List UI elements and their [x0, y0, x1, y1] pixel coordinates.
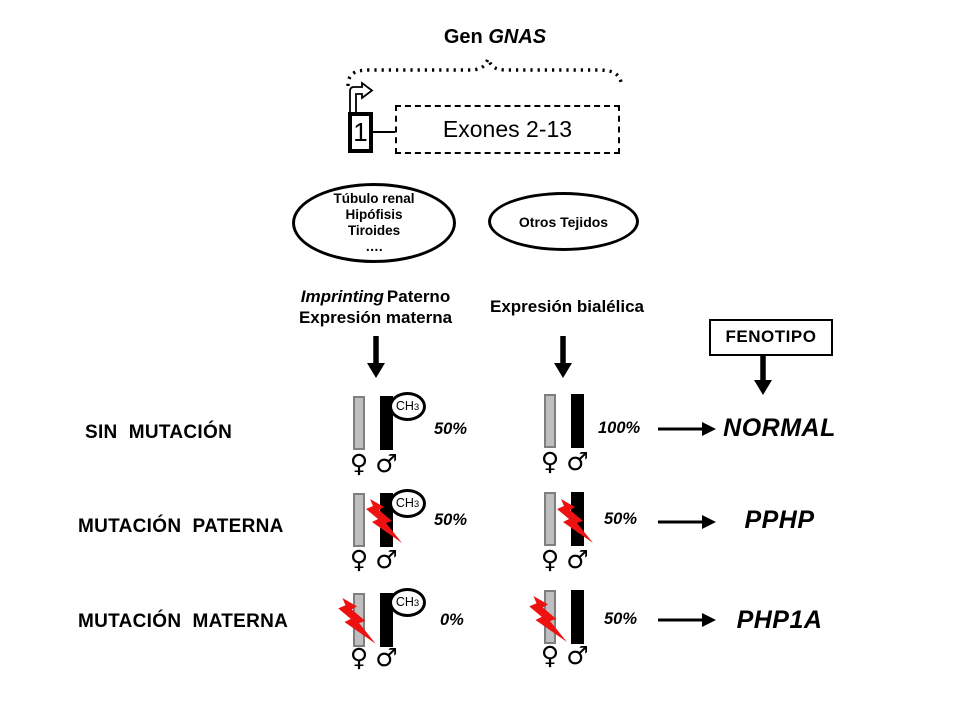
phenotype-result-php1a: PHP1A	[736, 606, 823, 634]
right-arrow-icon	[658, 613, 716, 627]
right-arrow-icon	[658, 422, 716, 436]
dotted-brace	[346, 54, 624, 87]
tissue-line: Túbulo renal	[333, 191, 415, 206]
promoter-arrow-icon	[349, 81, 374, 115]
female-symbol: ♀	[540, 545, 560, 574]
male-symbol: ♂	[566, 545, 589, 574]
mutation-bolt-icon	[557, 499, 593, 543]
imprinted-percentage: 0%	[440, 611, 464, 629]
female-symbol: ♀	[349, 545, 369, 574]
paternal-allele-bar	[571, 590, 584, 644]
gene-title-prefix: Gen	[443, 26, 483, 48]
row-label-no-mutation: SIN MUTACIÓN	[85, 422, 233, 443]
row-label-maternal-mutation: MUTACIÓN MATERNA	[78, 611, 289, 632]
biallelic-percentage: 50%	[604, 510, 638, 528]
down-arrow-icon	[554, 336, 572, 378]
phenotype-header-box: FENOTIPO	[709, 319, 833, 356]
exon1-label: 1	[353, 117, 368, 147]
imprinting-word: Imprinting	[300, 287, 384, 306]
male-symbol: ♂	[375, 545, 398, 574]
down-arrow-icon	[754, 355, 772, 395]
phenotype-result-normal: NORMAL	[723, 414, 836, 442]
male-symbol: ♂	[375, 449, 398, 478]
tissue-line: Hipófisis	[345, 207, 403, 222]
male-symbol: ♂	[566, 641, 589, 670]
tissue-line: ….	[365, 239, 383, 254]
imprinted-percentage: 50%	[434, 420, 468, 438]
female-symbol: ♀	[540, 641, 560, 670]
imprinted-percentage: 50%	[434, 511, 468, 529]
exons-box: Exones 2-13	[395, 105, 620, 154]
ch3-sub: 3	[413, 499, 420, 510]
maternal-allele-bar	[353, 396, 365, 450]
tissue-line: Tiroides	[347, 223, 401, 238]
biallelic-expression-text: Expresión bialélica	[489, 297, 644, 316]
female-symbol: ♀	[349, 449, 369, 478]
mutation-bolt-icon	[529, 596, 567, 642]
female-symbol: ♀	[540, 447, 560, 476]
exon-connector-line	[373, 131, 395, 133]
biallelic-percentage: 100%	[598, 419, 641, 437]
tissue-other-label: Otros Tejidos	[518, 213, 609, 230]
methylation-ch3-badge: CH3	[389, 392, 426, 421]
paterno-word: Paterno	[386, 287, 451, 306]
exons-label: Exones 2-13	[442, 116, 573, 142]
methylation-ch3-badge: CH3	[389, 489, 426, 518]
maternal-allele-bar	[544, 492, 556, 546]
mutation-bolt-icon	[366, 499, 402, 543]
gene-title: Gen GNAS	[420, 26, 570, 49]
exon1-box: 1	[348, 112, 373, 153]
ch3-text: CH	[395, 399, 414, 413]
phenotype-result-pphp: PPHP	[744, 506, 815, 534]
tissues-ellipse-imprinted: Túbulo renal Hipófisis Tiroides ….	[292, 183, 456, 263]
paternal-allele-bar	[571, 394, 584, 448]
tissues-ellipse-other: Otros Tejidos	[488, 192, 639, 251]
methylation-ch3-badge: CH3	[389, 588, 426, 617]
gene-title-name: GNAS	[488, 26, 547, 48]
male-symbol: ♂	[566, 447, 589, 476]
down-arrow-icon	[367, 336, 385, 378]
ch3-text: CH	[395, 595, 414, 609]
row-label-paternal-mutation: MUTACIÓN PATERNA	[78, 516, 284, 537]
female-symbol: ♀	[349, 643, 369, 672]
mutation-bolt-icon	[338, 598, 376, 644]
ch3-sub: 3	[413, 598, 420, 609]
ch3-sub: 3	[413, 402, 420, 413]
imprinting-line2: Expresión materna	[298, 308, 453, 327]
right-arrow-icon	[658, 515, 716, 529]
maternal-allele-bar	[353, 493, 365, 547]
ch3-text: CH	[395, 496, 414, 510]
maternal-allele-bar	[544, 394, 556, 448]
male-symbol: ♂	[375, 643, 398, 672]
biallelic-percentage: 50%	[604, 610, 638, 628]
